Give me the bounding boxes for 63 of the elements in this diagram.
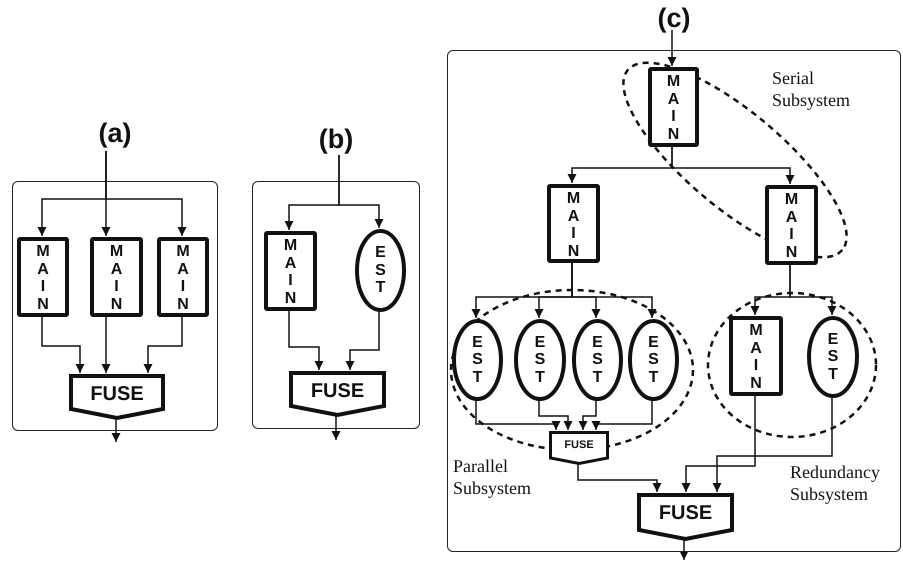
- ellipse-label: EST: [534, 334, 546, 386]
- arrow: [41, 316, 84, 373]
- arrow: [789, 264, 836, 315]
- subsystem-label: Serial Subsystem: [772, 68, 852, 112]
- arrow: [112, 419, 120, 442]
- estimator-ellipse: [807, 316, 859, 398]
- ellipse-label: EST: [826, 330, 840, 384]
- panel-title: (c): [656, 2, 692, 34]
- arrow: [668, 30, 676, 66]
- arrow: [578, 400, 597, 430]
- fuse-label: FUSE: [658, 502, 712, 524]
- arrow: [144, 316, 183, 373]
- subsystem-label: Redundancy Subsystem: [790, 462, 881, 506]
- box-label: MAIN: [666, 73, 681, 143]
- process-box: [765, 185, 818, 265]
- arrow: [346, 311, 380, 370]
- arrow: [538, 400, 572, 430]
- arrow: [105, 151, 186, 236]
- fuse-block: [289, 371, 386, 417]
- process-box: [547, 184, 600, 263]
- arrow: [571, 262, 656, 318]
- ellipse-label: EST: [591, 334, 604, 386]
- estimator-ellipse: [572, 319, 623, 401]
- subsystem-label: Parallel Subsystem: [453, 456, 532, 500]
- arrow: [577, 464, 662, 492]
- arrow: [102, 316, 110, 373]
- box-label: MAIN: [784, 191, 799, 261]
- process-box: [648, 67, 699, 147]
- estimator-ellipse: [628, 319, 679, 401]
- arrow: [682, 395, 756, 492]
- arrow: [712, 397, 833, 492]
- estimator-ellipse: [452, 319, 503, 401]
- box-label: MAIN: [566, 190, 581, 259]
- fuse-label: FUSE: [90, 383, 144, 405]
- ellipse-label: EST: [471, 334, 484, 386]
- process-box: [264, 231, 317, 311]
- fuse-label: FUSE: [310, 380, 364, 402]
- process-box: [729, 316, 783, 396]
- fuse-block: [637, 493, 734, 541]
- arrow: [288, 310, 324, 370]
- estimator-ellipse: [355, 229, 406, 312]
- ellipse-label: EST: [374, 244, 387, 297]
- arrow: [338, 155, 384, 228]
- box-label: MAIN: [36, 243, 50, 313]
- box-label: MAIN: [109, 243, 124, 313]
- arrow: [680, 540, 688, 560]
- ellipse-label: EST: [647, 334, 660, 386]
- process-box: [157, 237, 209, 317]
- arrow: [332, 416, 340, 440]
- box-label: MAIN: [283, 237, 298, 307]
- estimator-ellipse: [514, 319, 566, 401]
- process-box: [90, 237, 143, 317]
- fuse-label: FUSE: [564, 439, 594, 452]
- box-label: MAIN: [748, 322, 764, 392]
- box-label: MAIN: [176, 243, 190, 313]
- arrow: [475, 400, 560, 430]
- fuse-block: [69, 374, 165, 420]
- panel-title: (b): [318, 123, 354, 155]
- process-box: [17, 237, 69, 317]
- fuse-block: [549, 431, 609, 465]
- panel-title: (a): [98, 117, 132, 149]
- arrow: [671, 146, 794, 184]
- arrow: [592, 400, 653, 430]
